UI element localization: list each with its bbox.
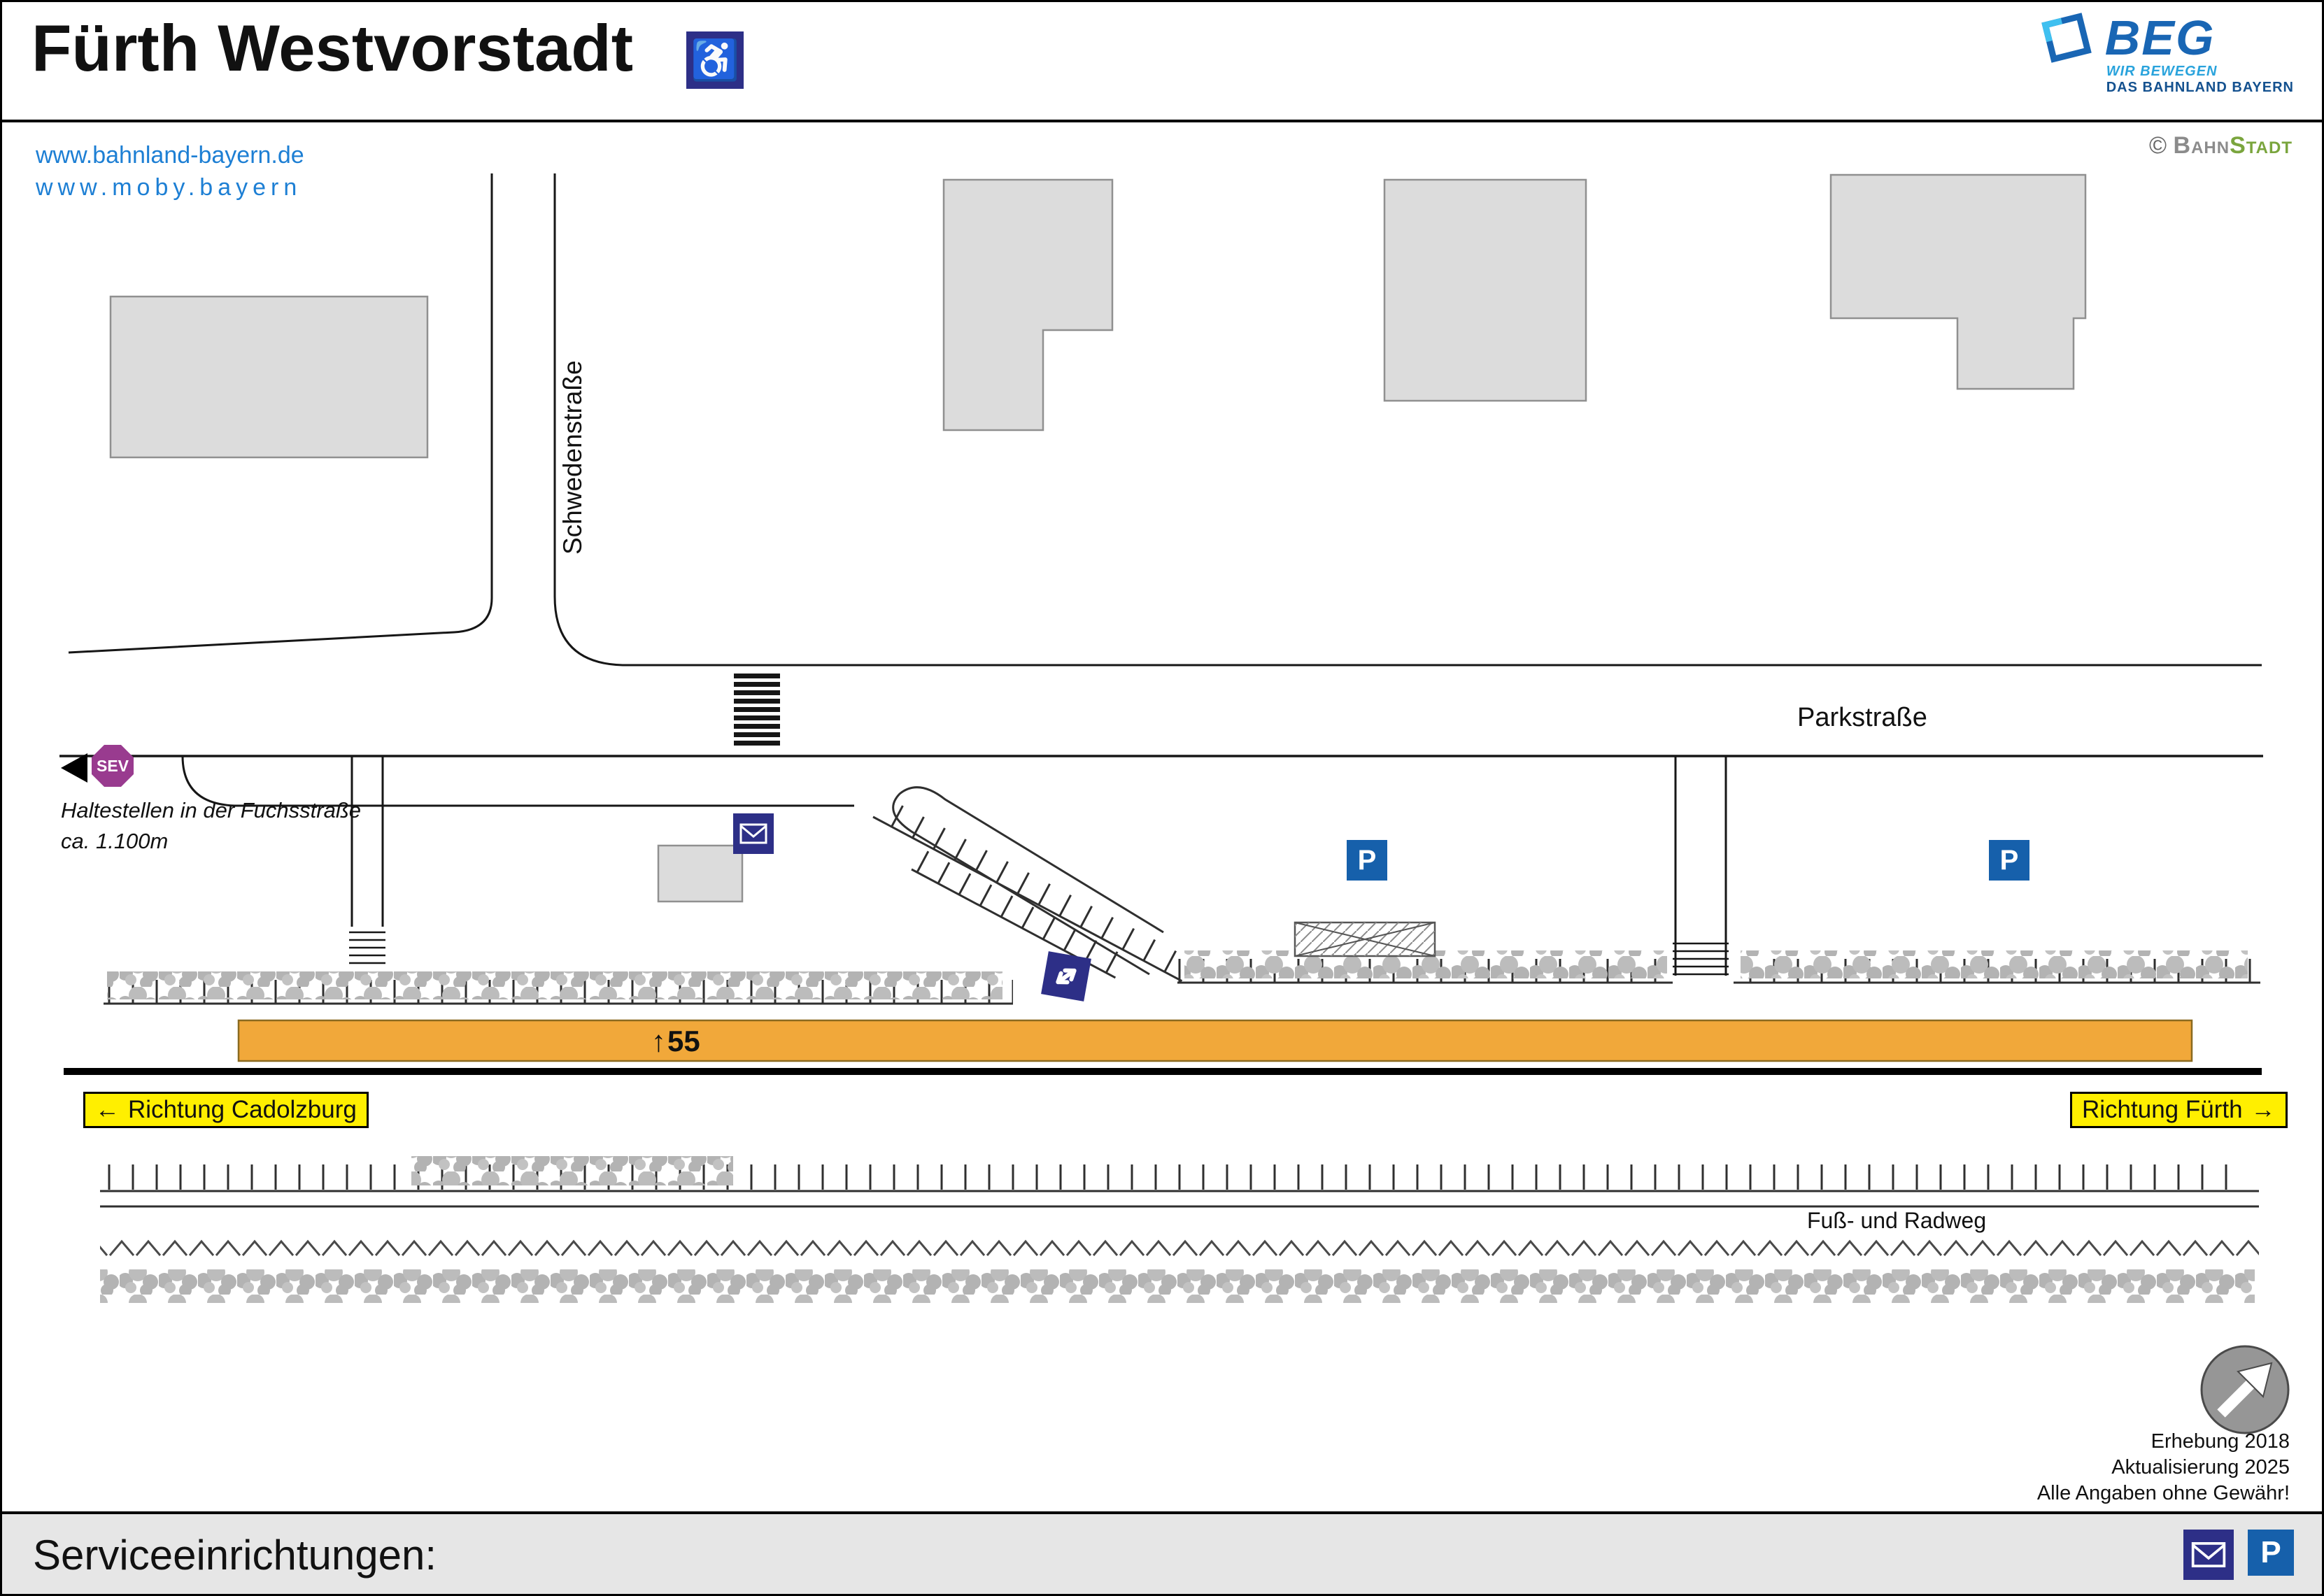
envelope-glyph [739, 823, 767, 844]
bahnstadt-credit: © BahnStadt [2149, 132, 2293, 159]
right-arrow-icon: → [2251, 1096, 2276, 1123]
crosswalk [734, 674, 780, 746]
sev-note-line2: ca. 1.100m [61, 829, 169, 853]
sev-badge: SEV [92, 745, 134, 787]
compass-icon [2200, 1345, 2290, 1434]
roads [59, 173, 2263, 976]
label-parkstrasse: Parkstraße [1797, 703, 1927, 732]
beg-wordmark: BEG [2104, 10, 2216, 65]
beg-logo-icon [2041, 13, 2092, 63]
link-bahnland-bayern: www.bahnland-bayern.de [36, 142, 304, 169]
beg-tagline-2: DAS BAHNLAND BAYERN [2106, 80, 2294, 95]
credit-line3: Alle Angaben ohne Gewähr! [2036, 1482, 2290, 1504]
sev-label: SEV [96, 756, 129, 775]
buildings [109, 173, 2087, 903]
copyright-symbol: © [2149, 132, 2167, 159]
sev-direction-arrow-icon [61, 753, 87, 783]
stairs [349, 931, 1729, 976]
bahnstadt-bahn: Bahn [2173, 132, 2230, 159]
fence-row [100, 1239, 2259, 1257]
legend-title: Serviceeinrichtungen: [33, 1532, 437, 1579]
sev-note-line1: Haltestellen in der Fuchsstraße [61, 798, 362, 822]
mailbox-icon [733, 813, 774, 854]
platform-shape [237, 1019, 2193, 1062]
direction-right-label: Richtung Fürth [2082, 1096, 2243, 1123]
link-moby-bayern: www.moby.bayern [36, 174, 302, 201]
bike-shelter [1294, 921, 1436, 957]
footer-legend: Serviceeinrichtungen: P [2, 1511, 2322, 1594]
map-credits: Erhebung 2018 Aktualisierung 2025 Alle A… [2037, 1429, 2290, 1506]
legend-parking-letter: P [2260, 1535, 2281, 1569]
hedge-bottom [100, 1269, 2255, 1303]
label-schwedenstrasse: Schwedenstraße [558, 360, 587, 555]
wheelchair-icon: ♿ [686, 31, 744, 89]
platform-number-text: 55 [667, 1025, 700, 1057]
label-fussweg: Fuß- und Radweg [1807, 1208, 1987, 1233]
left-arrow-icon: ← [95, 1096, 120, 1123]
legend-mailbox-icon [2183, 1530, 2234, 1580]
parking-row-bottom [100, 1156, 2259, 1208]
beg-logo: BEG WIR BEWEGEN DAS BAHNLAND BAYERN [2035, 6, 2294, 96]
credit-line2: Aktualisierung 2025 [2111, 1456, 2290, 1479]
wheelchair-glyph: ♿ [690, 38, 739, 82]
parking-rows-top [104, 950, 2260, 1005]
parking-icon-2: P [1989, 840, 2029, 881]
page-title: Fürth Westvorstadt [31, 11, 633, 85]
parking-letter: P [1999, 844, 2019, 876]
platform-arrow-icon: ↑ [651, 1025, 666, 1057]
direction-left-label: Richtung Cadolzburg [128, 1096, 357, 1123]
header: Fürth Westvorstadt ♿ BEG WIR BEWEGEN DAS… [2, 2, 2322, 122]
platform-number: ↑ 55 [651, 1025, 700, 1058]
credit-line1: Erhebung 2018 [2151, 1430, 2290, 1453]
website-links: www.bahnland-bayern.de www.moby.bayern [36, 139, 304, 204]
diagonal-parking [872, 786, 1193, 983]
ramp-arrow-icon [1041, 951, 1091, 1002]
parking-letter: P [1357, 844, 1377, 876]
parking-icon-1: P [1347, 840, 1387, 881]
bahnstadt-stadt: Stadt [2230, 132, 2293, 159]
rail-track [64, 1068, 2262, 1075]
beg-tagline-1: WIR BEWEGEN [2106, 64, 2218, 79]
legend-parking-icon: P [2248, 1530, 2294, 1576]
direction-badge-fuerth: Richtung Fürth → [2070, 1092, 2288, 1128]
direction-badge-cadolzburg: ← Richtung Cadolzburg [83, 1092, 369, 1128]
